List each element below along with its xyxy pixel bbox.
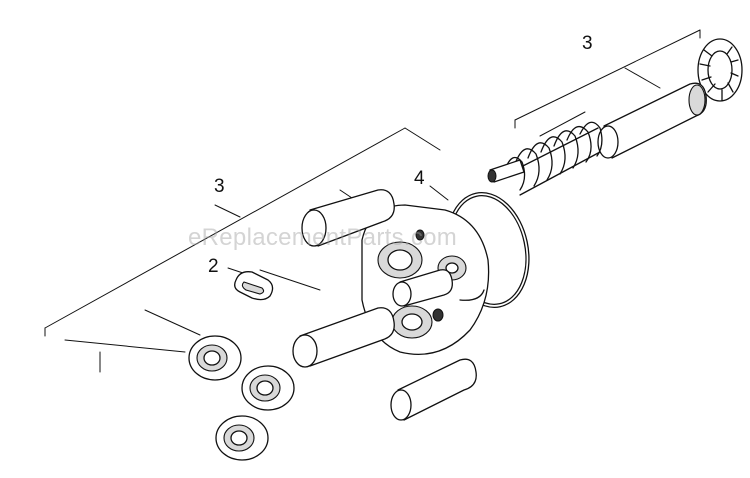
seal-ring-1 bbox=[188, 335, 242, 381]
piston-right bbox=[392, 269, 453, 307]
piston-middle bbox=[292, 307, 395, 368]
leader-line-4 bbox=[429, 185, 449, 201]
callout-4: 4 bbox=[414, 168, 425, 189]
seal-ring-3 bbox=[215, 415, 269, 461]
piston-rod bbox=[597, 82, 707, 159]
piston-upper bbox=[301, 189, 395, 247]
retaining-clip bbox=[697, 38, 743, 102]
leader-group-3-right bbox=[514, 29, 701, 137]
callout-3-right: 3 bbox=[582, 33, 593, 54]
piston-lower bbox=[390, 358, 477, 421]
coil-spring bbox=[504, 121, 603, 196]
callout-2: 2 bbox=[208, 256, 219, 277]
seal bbox=[234, 271, 274, 301]
seal-ring-2 bbox=[241, 365, 295, 411]
callout-3-left: 3 bbox=[214, 176, 225, 197]
valve-pin bbox=[487, 159, 525, 183]
